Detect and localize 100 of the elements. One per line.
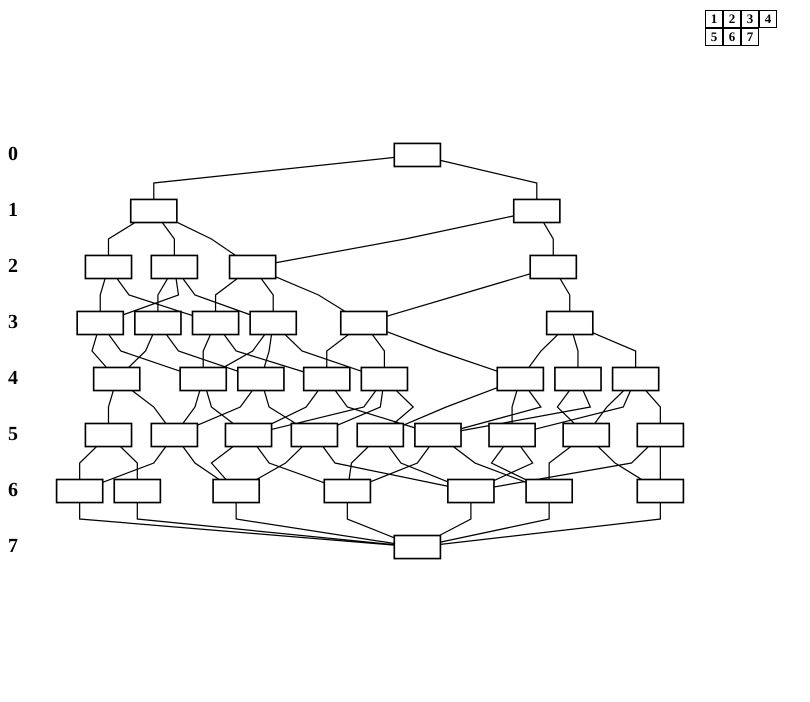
pattern-box: [249, 310, 298, 336]
pattern-box: [84, 422, 132, 448]
connector-line: [271, 390, 319, 424]
connector-line: [494, 446, 534, 482]
pattern-box: [56, 478, 104, 504]
connector-line: [592, 332, 636, 368]
connector-line: [123, 278, 180, 316]
connector-line: [511, 390, 518, 424]
connector-line: [256, 446, 303, 480]
connector-line: [223, 334, 266, 368]
connector-line: [460, 390, 592, 432]
connector-line: [393, 390, 414, 424]
connector-line: [224, 334, 304, 372]
connector-line: [370, 446, 430, 482]
pattern-box: [612, 366, 660, 392]
connector-line: [153, 156, 394, 200]
pattern-box: [150, 254, 198, 280]
pattern-box: [447, 478, 495, 504]
connector-line: [120, 446, 138, 480]
cell-number: 7: [741, 28, 759, 46]
connector-line: [403, 387, 498, 426]
connector-line: [337, 390, 384, 426]
connector-line: [256, 446, 324, 484]
pattern-box: [236, 366, 285, 392]
connector-line: [108, 390, 114, 424]
connector-line: [108, 334, 180, 372]
pattern-box: [554, 366, 602, 392]
connector-line: [271, 390, 376, 430]
connector-line: [494, 446, 649, 488]
pattern-box: [496, 366, 544, 392]
connector-line: [79, 502, 394, 546]
connector-line: [166, 334, 238, 372]
connector-line: [460, 390, 542, 430]
pattern-box: [130, 198, 178, 224]
connector-line: [645, 390, 661, 424]
connector-line: [102, 446, 166, 483]
pattern-box: [76, 310, 124, 336]
cell-number: 4: [759, 10, 777, 28]
pattern-box: [224, 422, 272, 448]
connector-line: [182, 446, 220, 480]
cell-number: 5: [705, 28, 723, 46]
cell-number: 6: [723, 28, 741, 46]
connector-line: [162, 222, 175, 256]
pattern-box: [92, 366, 141, 392]
pattern-box: [290, 422, 338, 448]
connector-line: [260, 278, 274, 312]
connector-line: [440, 502, 661, 545]
pattern-box: [636, 478, 684, 504]
pattern-box: [525, 478, 574, 504]
pattern-box: [323, 478, 372, 504]
pattern-box: [113, 478, 162, 504]
rank-number: 7: [8, 535, 18, 558]
connector-line: [556, 390, 575, 424]
connector-line: [264, 390, 296, 424]
connector-line: [100, 278, 106, 312]
pattern-box: [356, 422, 404, 448]
connector-line: [132, 390, 166, 424]
connector-line: [236, 502, 394, 544]
pattern-box: [228, 254, 277, 280]
connector-line: [660, 446, 661, 480]
pattern-box: [393, 142, 442, 168]
connector-line: [439, 502, 472, 536]
connector-line: [386, 331, 498, 372]
connector-line: [182, 278, 250, 316]
connector-line: [197, 390, 253, 426]
rank-number: 0: [8, 142, 18, 166]
rank-number: 3: [8, 310, 18, 334]
pattern-box: [488, 422, 536, 448]
pattern-box: [360, 366, 408, 392]
connector-line: [108, 222, 136, 256]
connector-line: [214, 278, 238, 312]
connector-line: [594, 390, 624, 424]
connector-line: [334, 390, 416, 428]
cell-number: 2: [723, 10, 741, 28]
connector-line: [528, 334, 558, 368]
connector-line: [326, 334, 349, 368]
pattern-box: [134, 310, 182, 336]
pattern-box: [192, 310, 240, 336]
pattern-box: [562, 422, 610, 448]
connector-line: [548, 446, 572, 480]
pattern-box: [302, 366, 351, 392]
pattern-box: [212, 478, 260, 504]
connector-line: [210, 446, 234, 480]
cell-number: 1: [705, 10, 723, 28]
pattern-box: [512, 198, 561, 224]
connector-line: [572, 334, 579, 368]
connector-line: [79, 446, 98, 480]
connector-line: [372, 334, 386, 368]
rank-number: 6: [8, 479, 18, 502]
connector-line: [346, 502, 395, 538]
pattern-box: [414, 422, 462, 448]
rank-number: 4: [8, 367, 18, 390]
pattern-box: [546, 310, 594, 336]
connector-line: [136, 502, 394, 546]
connector-line: [91, 334, 107, 368]
pattern-box: [529, 254, 578, 280]
connector-line: [275, 276, 346, 312]
connector-line: [157, 278, 168, 312]
rank-number: 1: [8, 198, 18, 222]
rank-number: 5: [8, 423, 18, 446]
